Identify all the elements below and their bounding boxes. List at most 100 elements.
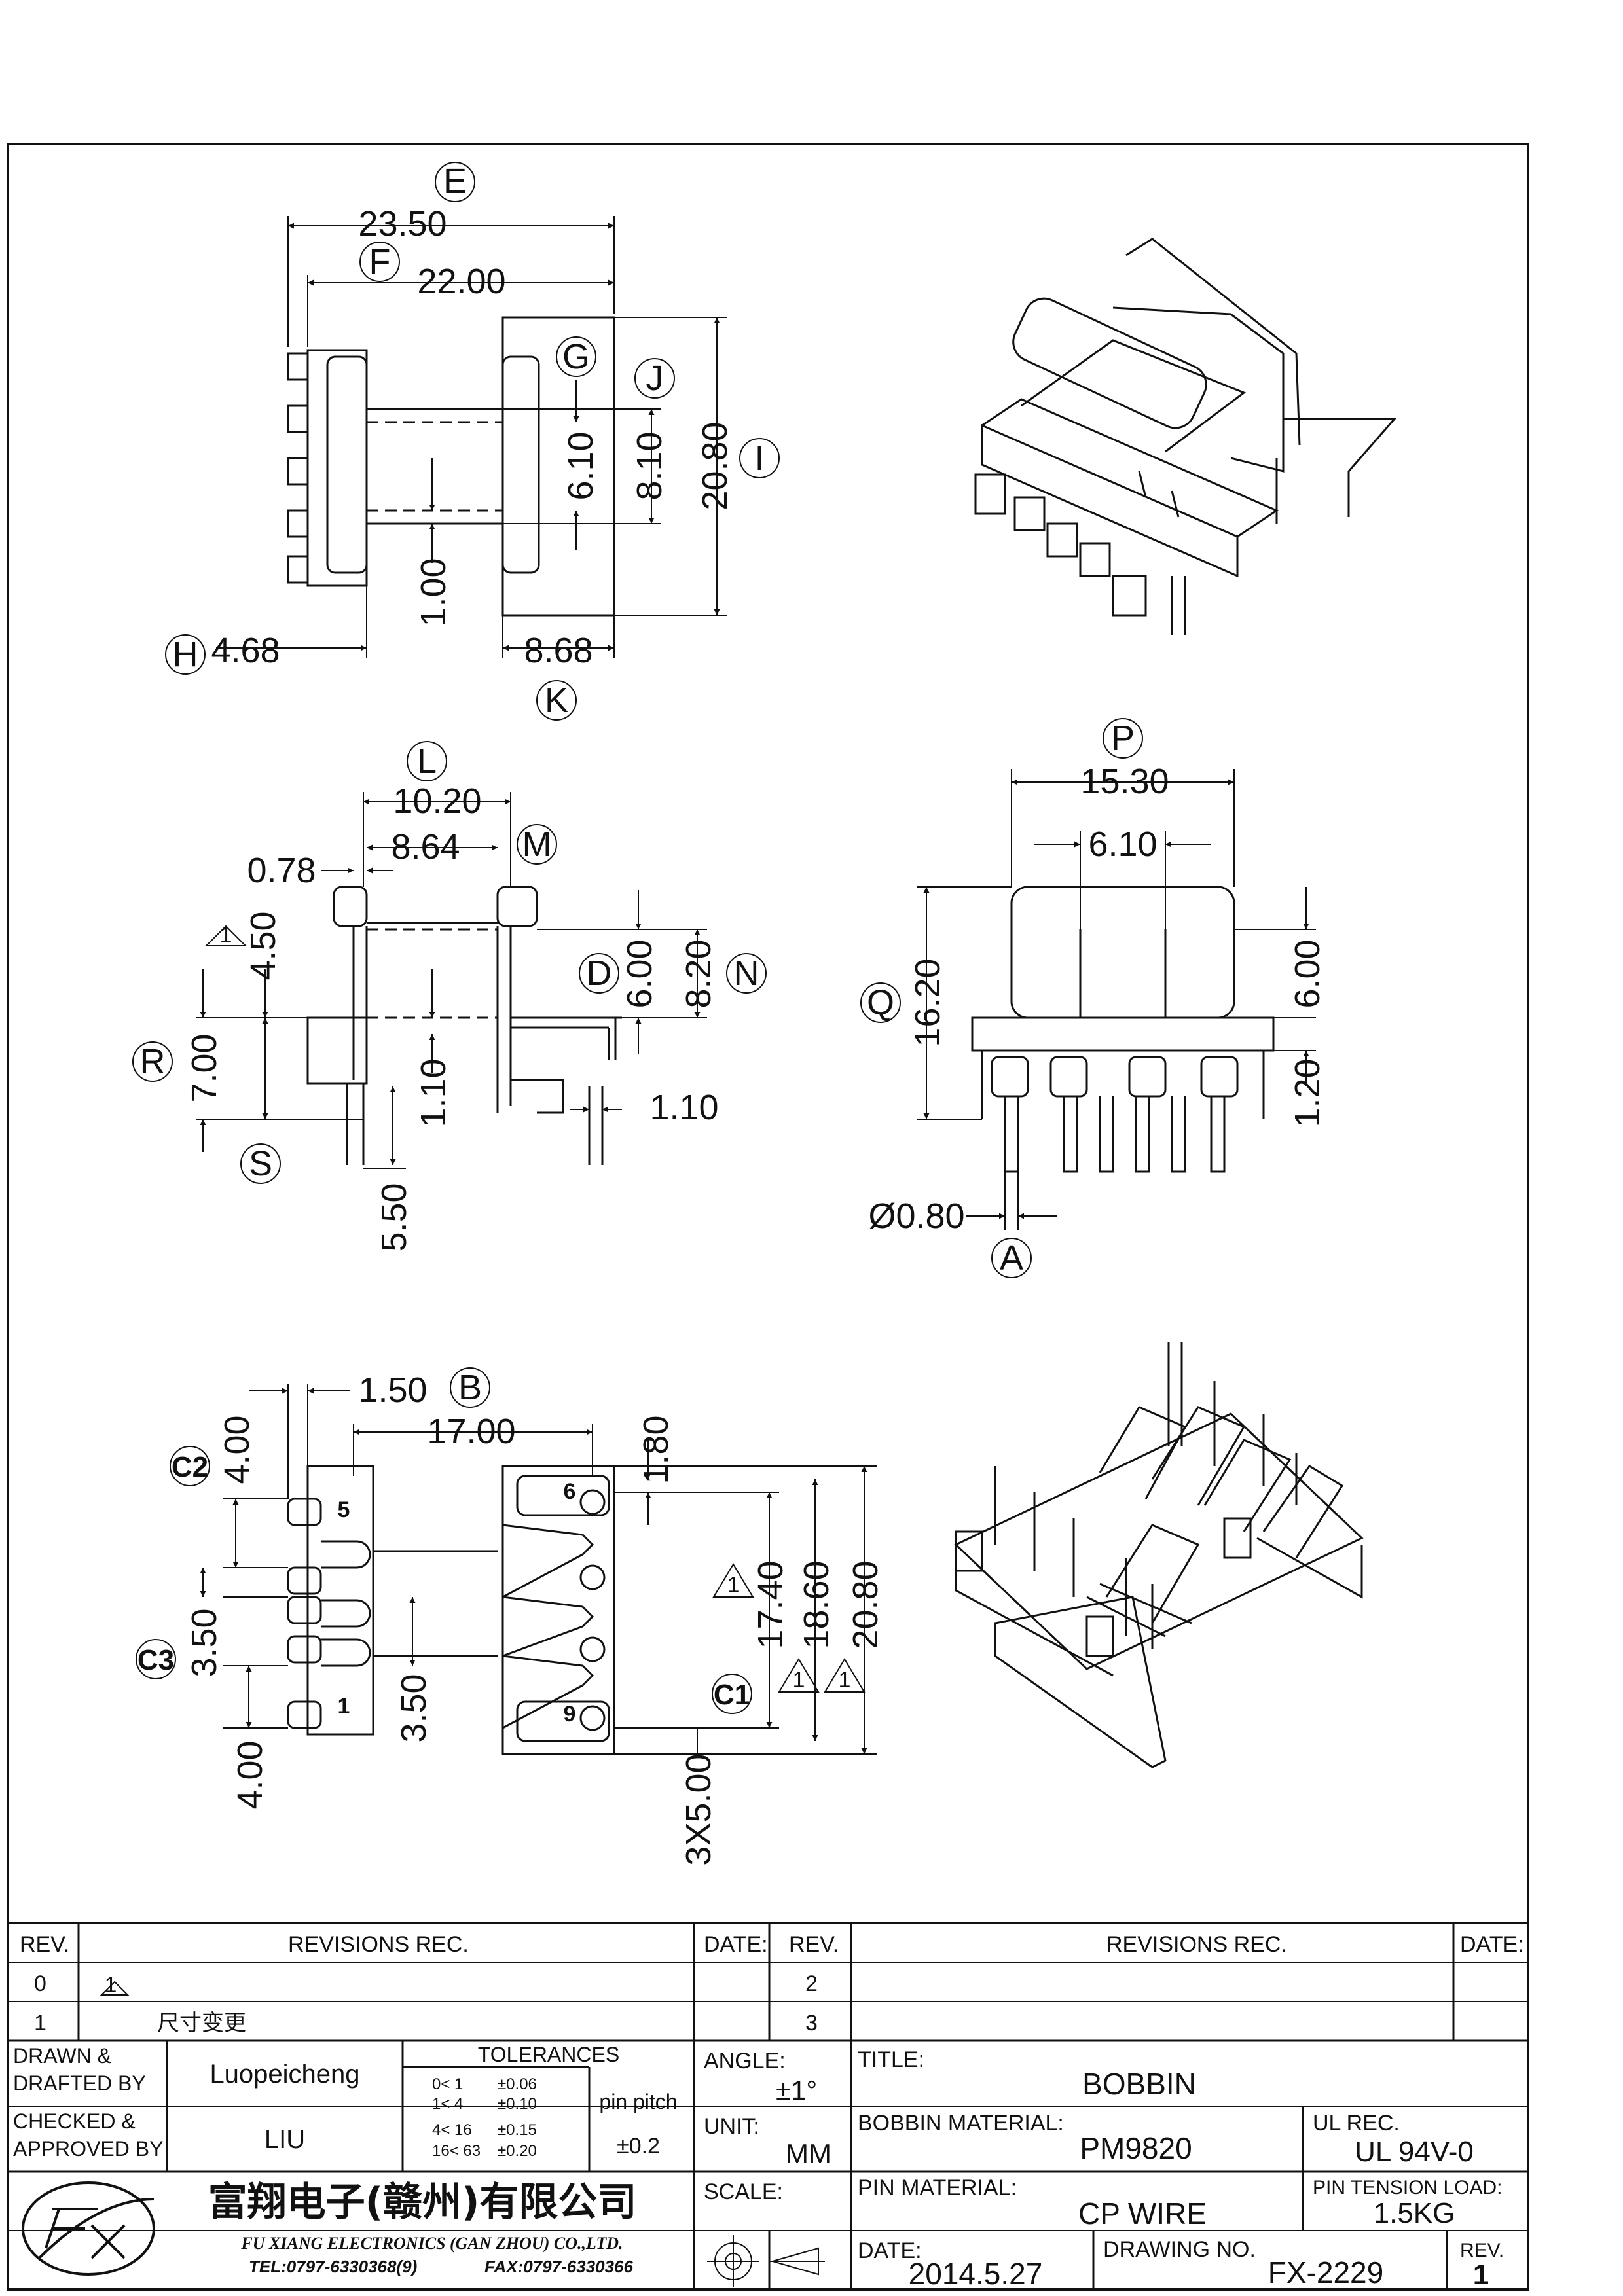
rev-marker-triangle-2: 1 (727, 1573, 740, 1598)
rev-row-2: 2 (805, 1971, 818, 1996)
pin-tension-value: 1.5KG (1374, 2197, 1455, 2229)
view-top (287, 316, 615, 617)
rev-header-mid: REV. (789, 1932, 839, 1957)
rev-marker-triangle: 1 (220, 923, 232, 948)
date-header-left: DATE: (704, 1932, 768, 1957)
callout-p: P (1111, 719, 1135, 758)
unit-value: MM (786, 2138, 831, 2169)
tol-value-3: ±0.20 (498, 2142, 537, 2160)
bobbin-material-value: PM9820 (1080, 2131, 1192, 2165)
drawing-no-value: FX-2229 (1268, 2255, 1383, 2289)
rev-row-1: 1 (34, 2011, 46, 2036)
callout-e: E (443, 162, 467, 201)
dim-20-80-top: 20.80 (695, 422, 735, 510)
drawing-no-label: DRAWING NO. (1103, 2237, 1256, 2262)
rev-value: 1 (1473, 2259, 1489, 2291)
dim-1-10: 1.10 (414, 1058, 453, 1127)
callout-j: J (646, 359, 664, 398)
company-name-cn: 富翔电子(赣州)有限公司 (208, 2179, 637, 2225)
dim-16-20: 16.20 (908, 958, 947, 1047)
view-side-dims (132, 741, 767, 1184)
pin-number-1: 1 (338, 1694, 350, 1719)
revisions-header-left: REVISIONS REC. (288, 1932, 469, 1957)
dim-0-80: Ø0.80 (868, 1196, 964, 1236)
date-label: DATE: (858, 2238, 922, 2263)
rev-marker-triangle-3: 1 (793, 1668, 805, 1693)
dim-6-00-side: 6.00 (620, 939, 659, 1008)
unit-label: UNIT: (704, 2114, 759, 2139)
callout-k: K (545, 681, 568, 720)
company-name-en: FU XIANG ELECTRONICS (GAN ZHOU) CO.,LTD. (240, 2234, 623, 2253)
callout-s: S (249, 1144, 272, 1183)
dim-7-00: 7.00 (185, 1033, 224, 1102)
projection-symbol-icon (707, 2235, 825, 2287)
rev-label: REV. (1460, 2240, 1504, 2261)
view-front (971, 886, 1275, 1173)
angle-label: ANGLE: (704, 2049, 786, 2073)
dim-1-00: 1.00 (414, 558, 453, 626)
iso-view-bottom (954, 1342, 1364, 1768)
dim-20-80-bottom: 20.80 (846, 1560, 885, 1649)
dim-8-20: 8.20 (679, 939, 718, 1008)
dim-3-50-left: 3.50 (185, 1608, 224, 1677)
dim-18-60: 18.60 (797, 1560, 836, 1649)
ul-rec-value: UL 94V-0 (1355, 2136, 1474, 2168)
dim-1-10-pin: 1.10 (649, 1088, 718, 1127)
callout-c3: C3 (137, 1644, 174, 1676)
drawn-by-label: DRAWN & DRAFTED BY (13, 2044, 146, 2095)
rev-header-left: REV. (20, 1932, 69, 1957)
tol-value-1: ±0.10 (498, 2095, 537, 2113)
view-bottom (287, 1465, 615, 1755)
iso-view-top (974, 238, 1397, 635)
dim-8-64: 8.64 (391, 827, 460, 867)
ul-rec-label: UL REC. (1313, 2111, 1400, 2136)
bobbin-material-label: BOBBIN MATERIAL: (858, 2111, 1064, 2136)
dim-4-68: 4.68 (211, 631, 280, 670)
dim-10-20: 10.20 (393, 781, 481, 821)
tol-range-0: 0< 1 (432, 2075, 463, 2093)
tol-range-1: 1< 4 (432, 2095, 463, 2113)
callout-r: R (140, 1042, 166, 1081)
dim-23-50: 23.50 (358, 204, 447, 243)
dim-4-00-bottom: 4.00 (230, 1740, 270, 1809)
dim-6-00-front: 6.00 (1288, 939, 1327, 1008)
company-tel: TEL:0797-6330368(9) (249, 2257, 417, 2276)
rev-row-3: 3 (805, 2011, 818, 2036)
tol-value-2: ±0.15 (498, 2121, 537, 2139)
dim-8-10: 8.10 (630, 431, 669, 500)
pin-number-6: 6 (564, 1479, 576, 1504)
dim-5-50: 5.50 (374, 1183, 414, 1251)
checked-by-label: CHECKED & APPROVED BY (13, 2109, 164, 2161)
dim-17-00: 17.00 (427, 1412, 515, 1451)
callout-c2: C2 (172, 1451, 208, 1483)
callout-d: D (587, 954, 612, 993)
checked-by-value: LIU (264, 2125, 305, 2154)
pin-pitch-value: ±0.2 (617, 2134, 660, 2159)
dim-6-10: 6.10 (561, 431, 600, 500)
tolerances-label: TOLERANCES (478, 2043, 619, 2066)
tol-value-0: ±0.06 (498, 2075, 537, 2093)
callout-l: L (417, 742, 437, 781)
title-value: BOBBIN (1082, 2067, 1196, 2101)
date-header-right: DATE: (1460, 1932, 1524, 1957)
dim-4-00-top: 4.00 (217, 1415, 257, 1484)
dim-3-50-mid: 3.50 (394, 1674, 433, 1742)
pin-material-label: PIN MATERIAL: (858, 2176, 1017, 2200)
dim-15-30: 15.30 (1080, 762, 1169, 801)
dim-1-20: 1.20 (1288, 1058, 1327, 1127)
drawn-by-value: Luopeicheng (210, 2060, 359, 2089)
callout-a: A (1000, 1238, 1023, 1278)
callout-c1: C1 (714, 1679, 750, 1711)
dim-17-40: 17.40 (751, 1560, 790, 1649)
callout-g: G (562, 337, 590, 376)
date-value: 2014.5.27 (909, 2257, 1043, 2291)
pin-number-5: 5 (338, 1498, 350, 1522)
view-bottom-dims (136, 1367, 877, 1755)
revisions-header-right: REVISIONS REC. (1106, 1932, 1287, 1957)
rev-marker-triangle-4: 1 (839, 1668, 851, 1693)
dim-6-10-front: 6.10 (1088, 825, 1157, 864)
fx-logo-icon (22, 2181, 155, 2276)
sheet-border (7, 143, 1529, 2291)
rev-row-1-text: 尺寸变更 (157, 2011, 246, 2036)
dim-22-00: 22.00 (417, 262, 505, 301)
